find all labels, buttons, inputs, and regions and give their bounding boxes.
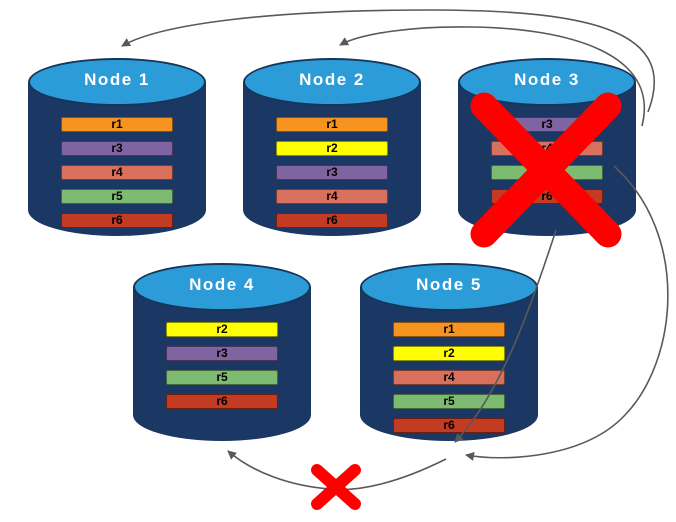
replica-row-r5: r5 [61, 189, 173, 204]
node-cylinder-4: Node 4 r2 r3 r5 r6 [133, 263, 311, 441]
replica-row-r2: r2 [276, 141, 388, 156]
replica-row-r5: r5 [491, 165, 603, 180]
replica-row-r3: r3 [276, 165, 388, 180]
replica-rows: r1 r2 r4 r5 r6 [393, 322, 505, 433]
node-label: Node 2 [299, 70, 365, 89]
replica-rows: r1 r3 r4 r5 r6 [61, 117, 173, 228]
replica-row-r2: r2 [393, 346, 505, 361]
replica-row-r4: r4 [491, 141, 603, 156]
replica-row-r3: r3 [61, 141, 173, 156]
node-cylinder-2: Node 2 r1 r2 r3 r4 r6 [243, 58, 421, 236]
node-label: Node 5 [416, 275, 482, 294]
replica-rows: r1 r2 r3 r4 r6 [276, 117, 388, 228]
node-label: Node 3 [514, 70, 580, 89]
replica-row-r6: r6 [61, 213, 173, 228]
node-label: Node 1 [84, 70, 150, 89]
replica-row-r4: r4 [393, 370, 505, 385]
replica-row-r1: r1 [393, 322, 505, 337]
replica-row-r4: r4 [276, 189, 388, 204]
replica-row-r2: r2 [166, 322, 278, 337]
cylinder-top [133, 263, 311, 311]
replica-rows: r3 r4 r5 r6 [491, 117, 603, 204]
replica-row-r3: r3 [166, 346, 278, 361]
broken-link-x-mark [311, 464, 361, 510]
replica-row-r5: r5 [166, 370, 278, 385]
arrow-node5-to-node4-broken [227, 450, 447, 491]
node-cylinder-5: Node 5 r1 r2 r4 r5 r6 [360, 263, 538, 441]
node-cylinder-3: Node 3 r3 r4 r5 r6 [458, 58, 636, 236]
replica-row-r5: r5 [393, 394, 505, 409]
replica-row-r6: r6 [166, 394, 278, 409]
cylinder-body [133, 287, 311, 441]
node-cylinder-1: Node 1 r1 r3 r4 r5 r6 [28, 58, 206, 236]
broken-link-x-mark [311, 464, 361, 510]
replica-row-r6: r6 [393, 418, 505, 433]
replica-row-r4: r4 [61, 165, 173, 180]
replica-row-r1: r1 [61, 117, 173, 132]
node-label: Node 4 [189, 275, 255, 294]
replica-row-r6: r6 [276, 213, 388, 228]
replica-row-r6: r6 [491, 189, 603, 204]
replica-row-r3: r3 [491, 117, 603, 132]
replica-rows: r2 r3 r5 r6 [166, 322, 278, 409]
replica-row-r1: r1 [276, 117, 388, 132]
